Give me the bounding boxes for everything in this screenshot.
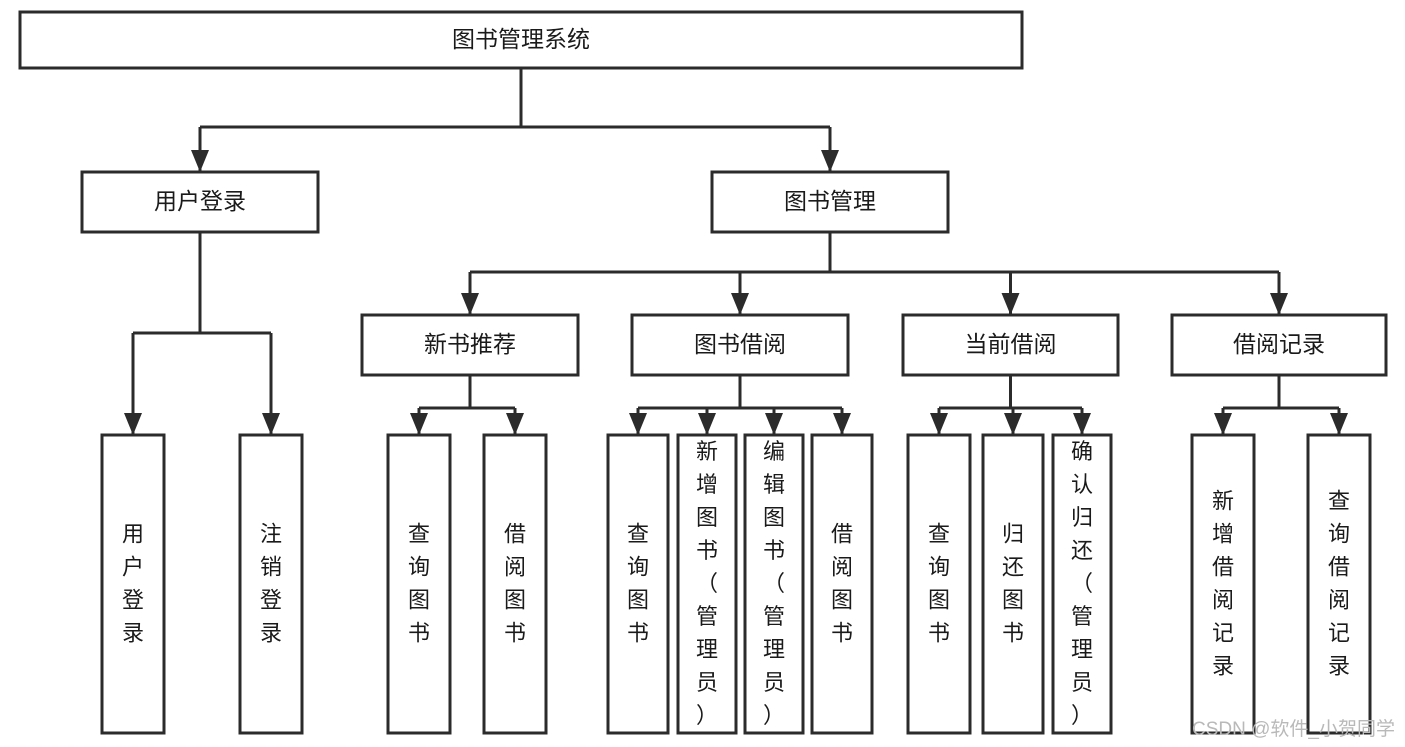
node-label: 归还图书 <box>1002 521 1024 645</box>
node-box[interactable] <box>901 313 1120 377</box>
arrow-head-icon <box>1270 293 1288 315</box>
node-box[interactable] <box>18 10 1024 70</box>
node-label: 用户登录 <box>122 521 144 645</box>
arrow-head-icon <box>461 293 479 315</box>
node-label: 图书管理系统 <box>452 26 590 52</box>
node-l2b1[interactable]: 查询图书 <box>606 433 670 735</box>
node-label: 新增图书（管理员） <box>696 439 718 728</box>
node-l1b[interactable]: 注销登录 <box>238 433 304 735</box>
node-box[interactable] <box>386 433 452 735</box>
node-box[interactable] <box>100 433 166 735</box>
node-label: 用户登录 <box>154 188 246 214</box>
node-n2b[interactable]: 图书借阅 <box>630 313 850 377</box>
node-label: 当前借阅 <box>965 331 1057 357</box>
node-n2[interactable]: 图书管理 <box>710 170 950 234</box>
nodes-layer: 图书管理系统用户登录图书管理新书推荐图书借阅当前借阅借阅记录用户登录注销登录查询… <box>18 10 1388 735</box>
node-label: 查询图书 <box>627 521 649 645</box>
node-box[interactable] <box>238 433 304 735</box>
node-l2b2[interactable]: 新增图书（管理员） <box>676 433 738 735</box>
arrow-head-icon <box>698 413 716 435</box>
arrow-head-icon <box>629 413 647 435</box>
node-label: 新书推荐 <box>424 331 516 357</box>
arrow-head-icon <box>1214 413 1232 435</box>
arrow-head-icon <box>410 413 428 435</box>
node-box[interactable] <box>810 433 874 735</box>
node-label: 查询借阅记录 <box>1328 488 1350 678</box>
node-n1[interactable]: 用户登录 <box>80 170 320 234</box>
arrow-head-icon <box>821 150 839 172</box>
node-l2c1[interactable]: 查询图书 <box>906 433 972 735</box>
node-label: 注销登录 <box>260 521 282 645</box>
node-box[interactable] <box>1051 433 1113 735</box>
node-box[interactable] <box>1170 313 1388 377</box>
node-label: 新增借阅记录 <box>1212 488 1234 678</box>
node-label: 编辑图书（管理员） <box>763 439 785 728</box>
node-label: 借阅记录 <box>1233 331 1325 357</box>
arrow-head-icon <box>1073 413 1091 435</box>
node-box[interactable] <box>630 313 850 377</box>
node-label: 借阅图书 <box>504 521 526 645</box>
node-box[interactable] <box>80 170 320 234</box>
arrow-head-icon <box>124 413 142 435</box>
node-l2a2[interactable]: 借阅图书 <box>482 433 548 735</box>
node-l2b4[interactable]: 借阅图书 <box>810 433 874 735</box>
node-box[interactable] <box>606 433 670 735</box>
node-label: 图书管理 <box>784 188 876 214</box>
node-box[interactable] <box>360 313 580 377</box>
arrow-head-icon <box>1001 293 1020 315</box>
node-box[interactable] <box>906 433 972 735</box>
node-label: 查询图书 <box>408 521 430 645</box>
node-label: 图书借阅 <box>694 331 786 357</box>
arrow-head-icon <box>1330 413 1348 435</box>
watermark-text: CSDN @软件_小贺同学 <box>1192 719 1395 740</box>
node-box[interactable] <box>710 170 950 234</box>
node-l1a[interactable]: 用户登录 <box>100 433 166 735</box>
arrow-head-icon <box>262 413 280 435</box>
node-box[interactable] <box>1190 433 1256 735</box>
node-l2d1[interactable]: 新增借阅记录 <box>1190 433 1256 735</box>
node-l2b3[interactable]: 编辑图书（管理员） <box>743 433 805 735</box>
node-box[interactable] <box>482 433 548 735</box>
connector-lines-layer <box>124 68 1348 435</box>
node-l2d2[interactable]: 查询借阅记录 <box>1306 433 1372 735</box>
arrow-head-icon <box>930 413 948 435</box>
node-n2c[interactable]: 当前借阅 <box>901 313 1120 377</box>
node-box[interactable] <box>676 433 738 735</box>
node-n2a[interactable]: 新书推荐 <box>360 313 580 377</box>
node-root[interactable]: 图书管理系统 <box>18 10 1024 70</box>
node-box[interactable] <box>1306 433 1372 735</box>
arrow-head-icon <box>731 293 749 315</box>
node-l2c2[interactable]: 归还图书 <box>981 433 1045 735</box>
arrow-head-icon <box>1004 413 1022 435</box>
node-n2d[interactable]: 借阅记录 <box>1170 313 1388 377</box>
arrow-head-icon <box>191 150 209 172</box>
node-label: 查询图书 <box>928 521 950 645</box>
node-l2a1[interactable]: 查询图书 <box>386 433 452 735</box>
node-label: 借阅图书 <box>831 521 853 645</box>
node-l2c3[interactable]: 确认归还（管理员） <box>1051 433 1113 735</box>
arrow-head-icon <box>506 413 524 435</box>
arrow-head-icon <box>833 413 851 435</box>
node-box[interactable] <box>981 433 1045 735</box>
node-label: 确认归还（管理员） <box>1071 439 1093 728</box>
node-box[interactable] <box>743 433 805 735</box>
arrow-head-icon <box>765 413 783 435</box>
